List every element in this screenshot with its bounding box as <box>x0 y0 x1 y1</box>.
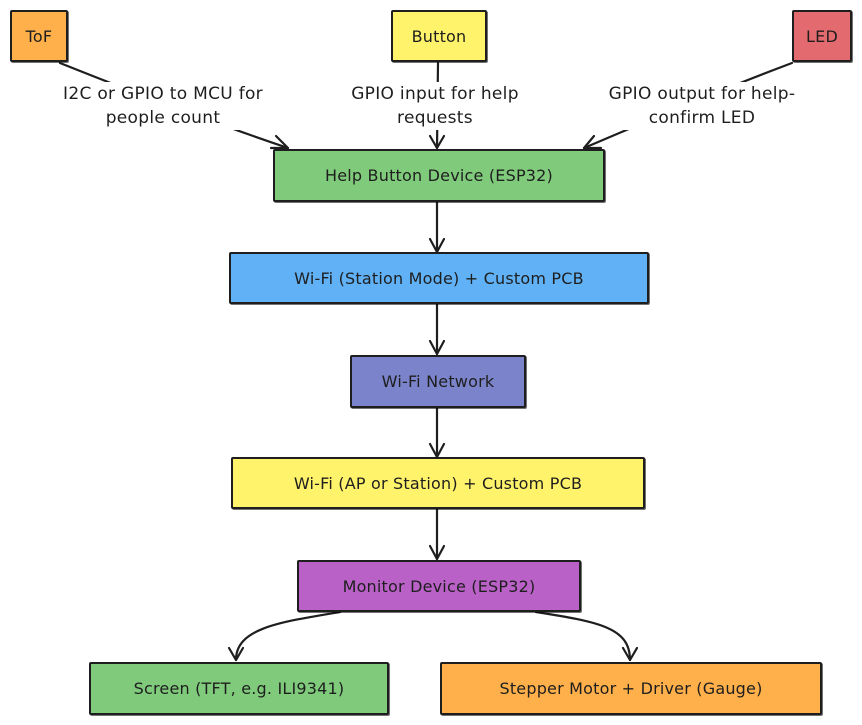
arrowhead-button <box>428 134 446 150</box>
wifi-network-box: Wi-Fi Network <box>350 355 526 408</box>
arrowhead-monitor <box>428 544 446 561</box>
wifi-ap-pcb-box: Wi-Fi (AP or Station) + Custom PCB <box>231 457 645 509</box>
edge-label-button: GPIO input for help requests <box>332 82 538 130</box>
edge-monitor-to-screen <box>234 610 342 662</box>
help-button-device-box: Help Button Device (ESP32) <box>273 149 605 202</box>
button-box: Button <box>391 10 487 62</box>
edge-label-tof: I2C or GPIO to MCU for people count <box>30 82 296 130</box>
arrowhead-stepper <box>621 646 639 662</box>
stepper-motor-box: Stepper Motor + Driver (Gauge) <box>440 662 822 715</box>
arrowhead-led <box>582 134 603 150</box>
arrowhead-wifi-network <box>428 339 446 356</box>
edge-label-led: GPIO output for help- confirm LED <box>584 82 820 130</box>
led-box: LED <box>792 10 852 62</box>
arrowhead-screen <box>227 646 245 662</box>
screen-box: Screen (TFT, e.g. ILI9341) <box>89 662 389 715</box>
edge-monitor-to-stepper <box>534 610 632 662</box>
wifi-station-pcb-box: Wi-Fi (Station Mode) + Custom PCB <box>229 252 649 304</box>
arrowhead-tof <box>269 134 290 150</box>
monitor-device-box: Monitor Device (ESP32) <box>297 560 581 612</box>
tof-sensor-box: ToF <box>10 10 68 62</box>
